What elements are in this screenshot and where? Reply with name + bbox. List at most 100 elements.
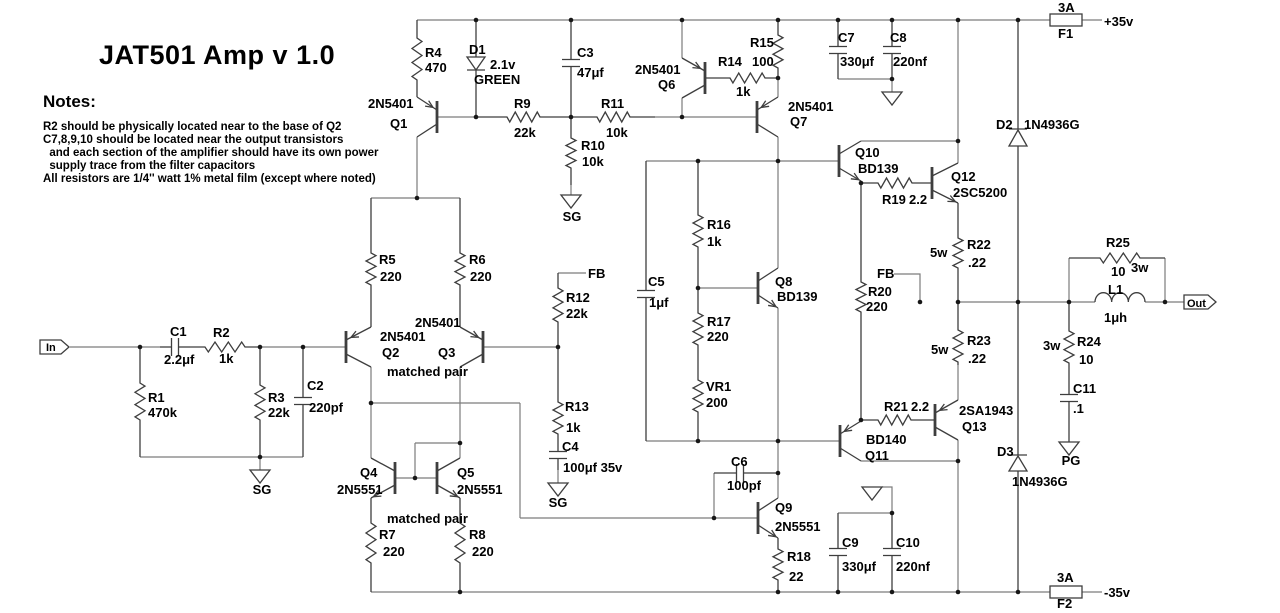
ground-icon-sg1 bbox=[248, 469, 272, 485]
transistor-Q12-bottom bbox=[931, 189, 959, 204]
label-pg: PG bbox=[1062, 453, 1081, 468]
transistor-Q4-arrow bbox=[371, 489, 382, 498]
label-r17: R17 bbox=[707, 314, 731, 329]
label-r23-val: .22 bbox=[968, 351, 986, 366]
transistor-Q3-arrow bbox=[470, 330, 480, 339]
label-d1: D1 bbox=[469, 42, 486, 57]
resistor-R13 bbox=[551, 347, 565, 447]
junction-dot bbox=[414, 195, 420, 201]
junction-dot bbox=[775, 17, 781, 23]
notes-heading: Notes: bbox=[43, 92, 96, 111]
note-line: C7,8,9,10 should be located near the out… bbox=[43, 134, 344, 146]
junction-dot bbox=[412, 475, 418, 481]
label-c6-val: 100pf bbox=[727, 478, 762, 493]
junction-dot bbox=[889, 76, 895, 82]
label-r5: R5 bbox=[379, 252, 396, 267]
label-r17-val: 220 bbox=[707, 329, 729, 344]
label-q7-part: 2N5401 bbox=[788, 99, 834, 114]
label-q2-part: 2N5401 bbox=[380, 329, 426, 344]
label-q7: Q7 bbox=[790, 114, 807, 129]
junction-dot bbox=[457, 440, 463, 446]
label-d1-val: 2.1v bbox=[490, 57, 516, 72]
junction-dot bbox=[889, 17, 895, 23]
resistor-R25 bbox=[1069, 251, 1165, 265]
fuse-F1 bbox=[1049, 13, 1083, 27]
label-r20: R20 bbox=[868, 284, 892, 299]
transistor-Q9-arrow bbox=[767, 529, 778, 538]
label-r20-val: 220 bbox=[866, 299, 888, 314]
resistor-R9 bbox=[476, 110, 571, 124]
label-vr1: VR1 bbox=[706, 379, 731, 394]
transistor-Q7-arrow bbox=[759, 100, 770, 109]
junction-dot bbox=[257, 344, 263, 350]
junction-dot bbox=[889, 510, 895, 516]
label-d2-part: 1N4936G bbox=[1024, 117, 1080, 132]
resistor-R20 bbox=[854, 181, 868, 420]
label-c6: C6 bbox=[731, 454, 748, 469]
label-c2: C2 bbox=[307, 378, 324, 393]
junction-dot bbox=[473, 114, 479, 120]
junction-dot bbox=[300, 344, 306, 350]
label-c1: C1 bbox=[170, 324, 187, 339]
label-r3-val: 22k bbox=[268, 405, 290, 420]
junction-dot bbox=[679, 17, 685, 23]
junction-dot bbox=[955, 458, 961, 464]
label-q2: Q2 bbox=[382, 345, 399, 360]
label-q4: Q4 bbox=[360, 465, 378, 480]
label-r4: R4 bbox=[425, 45, 442, 60]
label-c11: C11 bbox=[1073, 381, 1096, 396]
label-q12: Q12 bbox=[951, 169, 976, 184]
label-q8-part: BD139 bbox=[777, 289, 817, 304]
label-r24: R24 bbox=[1077, 334, 1102, 349]
label-f2: F2 bbox=[1057, 596, 1072, 611]
resistor-R7 bbox=[364, 498, 378, 592]
label-r19: R19 bbox=[882, 192, 906, 207]
junction-dot bbox=[137, 344, 143, 350]
transistor-Q11-bottom bbox=[839, 447, 862, 462]
note-line: and each section of the amplifier should… bbox=[43, 147, 379, 159]
transistor-Q13-arrow bbox=[938, 403, 948, 412]
label-fb1: FB bbox=[588, 266, 605, 281]
resistor-R16 bbox=[691, 161, 705, 288]
label-c8-val: 220nf bbox=[893, 54, 928, 69]
label-r23: R23 bbox=[967, 333, 991, 348]
wire bbox=[894, 273, 921, 302]
label-r18: R18 bbox=[787, 549, 811, 564]
label-q3-part: 2N5401 bbox=[415, 315, 461, 330]
junction-dot bbox=[1066, 299, 1072, 305]
label-fb2: FB bbox=[877, 266, 894, 281]
label-q8: Q8 bbox=[775, 274, 792, 289]
label-q4-part: 2N5551 bbox=[337, 482, 383, 497]
label-v-plus: +35v bbox=[1104, 14, 1134, 29]
label-q3: Q3 bbox=[438, 345, 455, 360]
label-c8: C8 bbox=[890, 30, 907, 45]
label-port-out: Out bbox=[1187, 298, 1206, 310]
label-r22: R22 bbox=[967, 237, 991, 252]
label-r10: R10 bbox=[581, 138, 605, 153]
label-c10-val: 220nf bbox=[896, 559, 931, 574]
label-r15: R15 bbox=[750, 35, 774, 50]
note-line: R2 should be physically located near to … bbox=[43, 121, 342, 133]
label-r25-val: 10 bbox=[1111, 264, 1125, 279]
junction-dot bbox=[568, 17, 574, 23]
label-r8: R8 bbox=[469, 527, 486, 542]
label-r22-val: .22 bbox=[968, 255, 986, 270]
label-d3-part: 1N4936G bbox=[1012, 474, 1068, 489]
resistor-R17 bbox=[691, 288, 705, 370]
inductor-L1 bbox=[1094, 292, 1146, 303]
label-r1: R1 bbox=[148, 390, 165, 405]
resistor-R1 bbox=[133, 347, 147, 457]
label-l1-val: 1μh bbox=[1104, 310, 1127, 325]
transistor-Q6-arrow bbox=[692, 61, 702, 70]
label-r4-val: 470 bbox=[425, 60, 447, 75]
label-vr1-val: 200 bbox=[706, 395, 728, 410]
ground-icon-sg3 bbox=[546, 482, 570, 498]
transistor-Q3-bottom bbox=[459, 353, 484, 368]
junction-dot bbox=[695, 158, 701, 164]
resistor-R15 bbox=[771, 20, 785, 78]
transistor-Q5-bottom bbox=[436, 484, 461, 499]
label-r7-val: 220 bbox=[383, 544, 405, 559]
label-c4: C4 bbox=[562, 439, 579, 454]
resistor-R6 bbox=[453, 198, 467, 327]
resistor-R8 bbox=[453, 498, 467, 592]
